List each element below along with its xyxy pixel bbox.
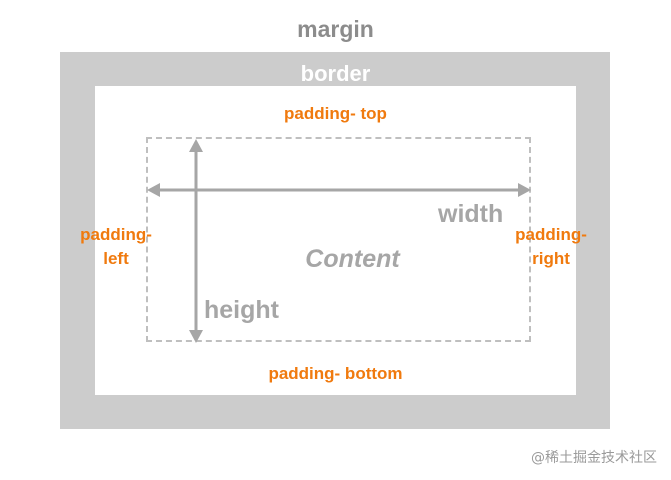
content-label: Content — [305, 245, 400, 273]
height-label: height — [204, 296, 279, 324]
padding-right-line1: padding- — [515, 225, 587, 244]
content-area — [146, 137, 531, 342]
padding-bottom-label: padding- bottom — [268, 364, 403, 383]
watermark-text: @稀土掘金技术社区 — [531, 450, 657, 466]
padding-left-label: padding- left — [70, 223, 162, 271]
margin-label: margin — [297, 16, 374, 42]
border-label: border — [300, 61, 371, 86]
padding-left-line2: left — [103, 249, 129, 268]
width-label: width — [438, 200, 504, 228]
padding-right-line2: right — [532, 249, 570, 268]
padding-top-label: padding- top — [284, 104, 387, 123]
height-arrow — [189, 139, 203, 343]
padding-right-label: padding- right — [505, 223, 597, 271]
width-arrow — [147, 183, 531, 197]
padding-left-line1: padding- — [80, 225, 152, 244]
